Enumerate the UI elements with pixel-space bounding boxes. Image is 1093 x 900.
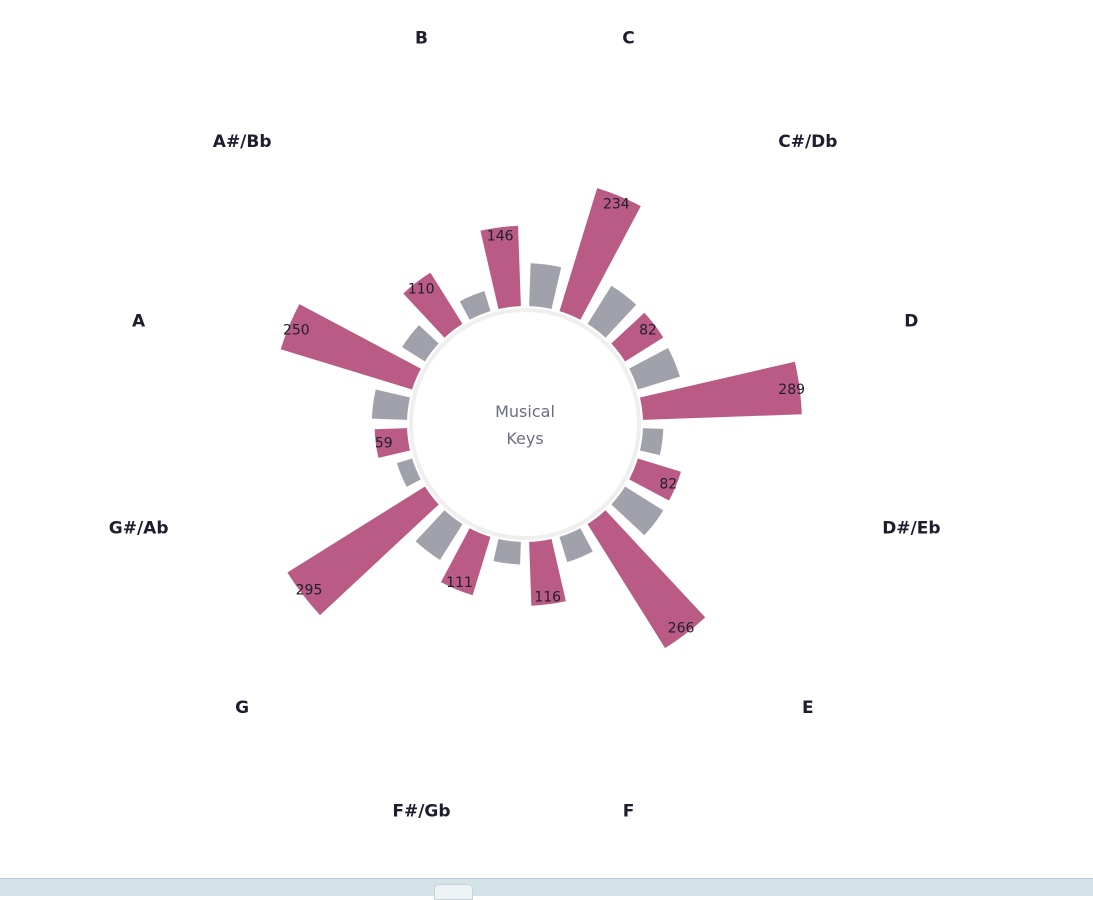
bar-E-series-2 — [587, 510, 706, 649]
value-label-C: 234 — [603, 196, 630, 212]
bar-FGb-series-1 — [493, 538, 521, 565]
key-label-E: E — [802, 698, 814, 718]
value-label-ABb: 110 — [408, 282, 435, 298]
bar-E-series-1 — [611, 486, 664, 536]
value-label-FGb: 111 — [446, 575, 473, 591]
radial-bar-chart: 234 82 289 82 266 116 111 295 59 250 110 146 C C#/Db… — [109, 29, 941, 822]
value-label-E: 266 — [668, 620, 695, 636]
bar-F-series-2 — [529, 538, 566, 606]
bars-layer — [280, 188, 802, 649]
value-label-B: 146 — [487, 228, 514, 244]
key-label-DEb: D#/Eb — [882, 519, 940, 539]
bar-ABb-series-2 — [403, 272, 463, 338]
value-labels-layer: 234 82 289 82 266 116 111 295 59 250 110 146 — [283, 196, 805, 636]
bar-G-series-1 — [415, 510, 463, 560]
bar-C-series-1 — [529, 263, 562, 310]
bar-GAb-series-2 — [374, 428, 411, 458]
key-label-ABb: A#/Bb — [213, 132, 272, 152]
horizontal-scrollbar[interactable] — [0, 878, 1093, 900]
bar-A-series-1 — [371, 389, 411, 420]
bar-C-series-2 — [559, 188, 641, 320]
bar-ABb-series-1 — [402, 325, 439, 362]
bar-GAb-series-1 — [396, 458, 421, 487]
center-label-line-2: Keys — [506, 429, 543, 448]
key-label-CDb: C#/Db — [778, 132, 837, 152]
bar-F-series-1 — [559, 528, 593, 563]
bar-DEb-series-2 — [629, 458, 681, 501]
value-label-GAb: 59 — [375, 436, 393, 452]
value-label-DEb: 82 — [659, 476, 677, 492]
bar-G-series-2 — [287, 486, 439, 616]
key-label-A: A — [132, 311, 146, 331]
center-label-line-1: Musical — [495, 402, 555, 421]
key-label-C: C — [622, 29, 634, 49]
key-label-FGb: F#/Gb — [392, 801, 450, 821]
key-labels-layer: C C#/DbD D#/EbE F F#/Gb G G#/Ab A A#/Bb B — [109, 29, 941, 822]
value-label-D: 289 — [778, 382, 805, 398]
inner-circle — [409, 308, 641, 540]
bar-B-series-2 — [480, 225, 521, 310]
key-label-G: G — [235, 698, 249, 718]
bar-CDb-series-2 — [611, 312, 664, 362]
value-label-A: 250 — [283, 322, 310, 338]
bar-A-series-2 — [280, 304, 421, 390]
key-label-F: F — [623, 801, 635, 821]
scrollbar-thumb[interactable] — [434, 884, 473, 900]
key-label-GAb: G#/Ab — [109, 519, 169, 539]
bar-FGb-series-2 — [440, 528, 491, 596]
value-label-F: 116 — [534, 589, 561, 605]
bar-D-series-1 — [629, 347, 680, 390]
value-label-CDb: 82 — [639, 323, 657, 339]
key-label-B: B — [415, 29, 428, 49]
bar-D-series-2 — [639, 361, 802, 420]
key-label-D: D — [904, 311, 918, 331]
bar-DEb-series-1 — [639, 428, 664, 456]
chart-svg: 234 82 289 82 266 116 111 295 59 250 110 146 C C#/Db… — [109, 29, 941, 822]
value-label-G: 295 — [296, 583, 323, 599]
bar-CDb-series-1 — [587, 285, 637, 338]
bar-B-series-1 — [459, 291, 491, 320]
